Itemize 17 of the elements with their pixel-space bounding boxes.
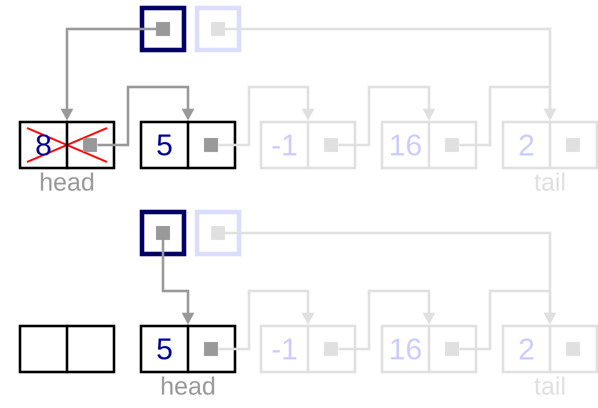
- arrow: [338, 86, 436, 146]
- list-node: 5: [140, 324, 236, 374]
- pointer-box: [140, 6, 186, 52]
- pointer-box: [194, 6, 242, 52]
- list-node: [18, 324, 116, 374]
- list-node: 8: [18, 120, 116, 170]
- node-label: head: [162, 376, 214, 395]
- arrow: [338, 290, 436, 350]
- node-label: head: [40, 172, 94, 191]
- list-node: 5: [140, 120, 236, 170]
- arrow: [218, 290, 314, 350]
- pointer-box: [140, 210, 186, 256]
- arrow: [98, 86, 194, 146]
- pointer-box: [194, 210, 242, 256]
- arrow: [460, 86, 556, 146]
- arrow: [218, 86, 314, 146]
- arrow: [460, 290, 556, 350]
